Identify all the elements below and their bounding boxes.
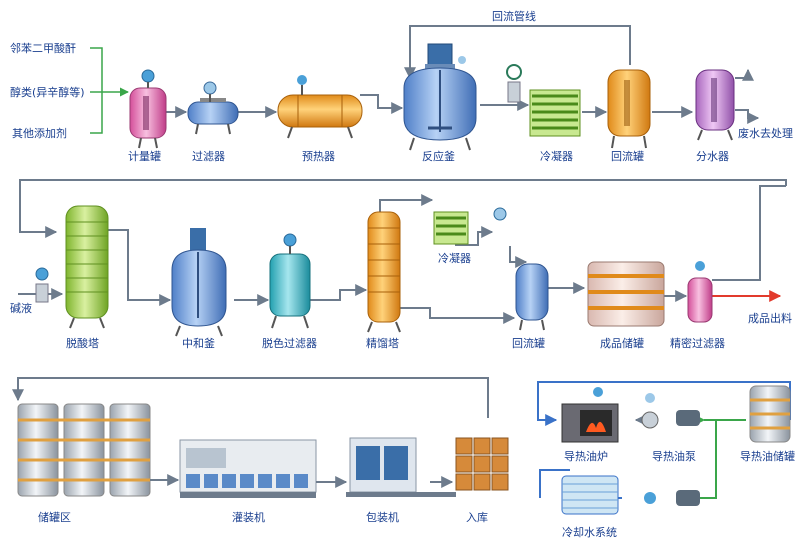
row-transfer-line-1 — [19, 179, 787, 238]
feed-merge-lines — [90, 47, 129, 134]
alkali-flow-meter[interactable] — [35, 267, 49, 303]
reflux-tank-row2-label: 回流罐 — [512, 336, 545, 350]
metering-tank[interactable] — [129, 69, 167, 149]
thermal-oil-pump[interactable] — [641, 393, 700, 429]
distill-tower-label: 精馏塔 — [366, 336, 399, 350]
reactor-gauge-icon — [458, 56, 466, 64]
preheater[interactable] — [277, 75, 363, 139]
filter[interactable] — [187, 81, 239, 135]
flow-meter-icon — [203, 81, 217, 95]
metering-tank-label: 计量罐 — [128, 150, 161, 163]
reflux-line-label: 回流管线 — [492, 9, 536, 23]
level-gauge-icon — [141, 69, 155, 83]
decolor-filter[interactable] — [269, 233, 311, 329]
reflux-tank-row2[interactable] — [493, 207, 549, 331]
input-phthalic-anhydride-label: 邻苯二甲酸酐 — [10, 41, 76, 55]
input-additives-label: 其他添加剂 — [12, 126, 67, 140]
neutralizer[interactable] — [171, 228, 227, 337]
row1-pipes — [166, 68, 760, 124]
packing-machine-label: 包装机 — [366, 510, 399, 524]
row3-feed-line — [12, 377, 489, 418]
flow-meter-icon — [644, 492, 656, 504]
product-storage-label: 成品储罐 — [600, 336, 644, 350]
warehouse[interactable] — [455, 437, 509, 491]
temperature-sensor-icon — [593, 387, 603, 397]
tank-farm[interactable] — [17, 403, 151, 497]
tank-farm-label: 储罐区 — [38, 510, 71, 524]
cooling-water-system-label: 冷却水系统 — [562, 526, 617, 539]
neutralizer-label: 中和釜 — [182, 336, 215, 350]
input-alcohols-label: 醇类(异辛醇等) — [10, 85, 85, 99]
reflux-tank-row1-label: 回流罐 — [611, 149, 644, 163]
condenser-row2-label: 冷凝器 — [438, 251, 471, 265]
product-storage[interactable] — [587, 261, 665, 327]
precision-filter[interactable] — [687, 261, 713, 323]
filter-label: 过滤器 — [192, 150, 225, 163]
row2-pipes — [18, 194, 688, 324]
filling-machine[interactable] — [179, 439, 317, 498]
flow-meter-icon — [493, 207, 507, 221]
alkali-input-label: 碱液 — [10, 301, 32, 315]
thermal-oil-storage-label: 导热油储罐 — [740, 449, 795, 463]
filling-machine-label: 灌装机 — [232, 510, 265, 524]
thermal-oil-storage[interactable] — [749, 385, 791, 443]
reflux-line — [404, 25, 631, 80]
warehouse-label: 入库 — [466, 511, 488, 524]
condenser-row1-label: 冷凝器 — [540, 149, 573, 163]
waste-water-label: 废水去处理 — [738, 126, 793, 140]
deacid-tower-label: 脱酸塔 — [66, 336, 99, 350]
distill-tower[interactable] — [367, 211, 401, 333]
cooling-water-system[interactable] — [561, 475, 700, 515]
deacid-tower[interactable] — [65, 205, 109, 329]
reflux-tank-row1[interactable] — [607, 69, 651, 149]
thermal-oil-furnace-label: 导热油炉 — [564, 449, 608, 463]
pressure-gauge-icon — [695, 261, 705, 271]
flow-meter[interactable] — [506, 64, 522, 103]
water-separator-label: 分水器 — [696, 150, 729, 163]
pressure-gauge-icon — [283, 233, 297, 247]
preheater-label: 预热器 — [302, 150, 335, 163]
thermal-oil-furnace[interactable] — [561, 387, 619, 443]
temperature-sensor-icon — [297, 75, 307, 85]
packing-machine[interactable] — [346, 437, 456, 497]
condenser-row1[interactable] — [529, 89, 581, 137]
decolor-filter-label: 脱色过滤器 — [262, 336, 317, 350]
product-out-label: 成品出料 — [748, 311, 792, 325]
reactor-label: 反应釜 — [422, 149, 455, 163]
flow-meter-icon — [645, 393, 655, 403]
reactor[interactable] — [403, 43, 477, 151]
row2-return-line — [712, 185, 786, 281]
condenser-row2[interactable] — [433, 211, 469, 245]
precision-filter-label: 精密过滤器 — [670, 336, 725, 350]
water-separator[interactable] — [695, 69, 735, 141]
thermal-oil-pump-label: 导热油泵 — [652, 449, 696, 463]
